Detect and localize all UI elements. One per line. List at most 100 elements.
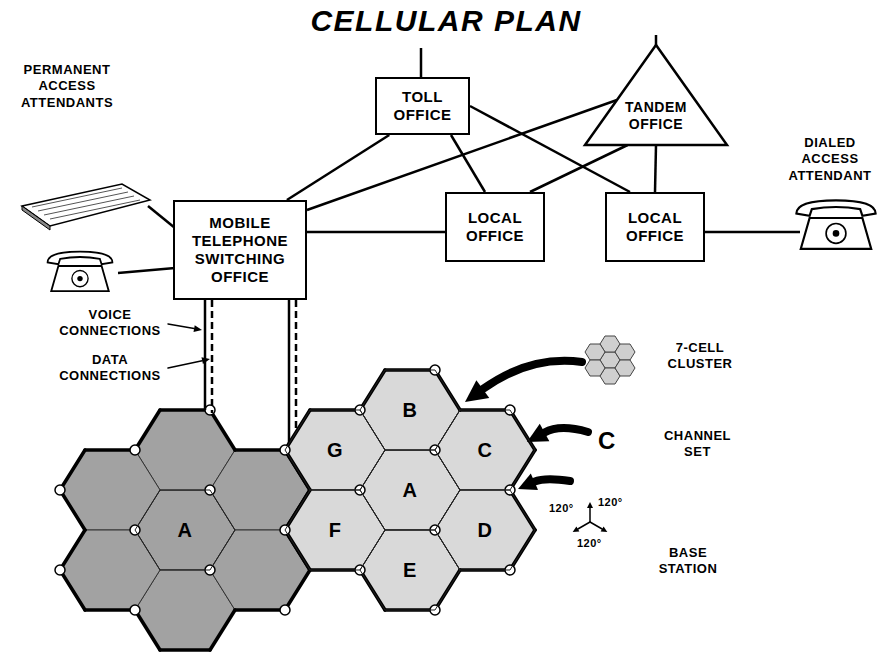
node-label: TANDEM OFFICE [611,99,701,133]
trunk-connector [451,135,485,192]
callout-arrow-head [465,380,489,402]
trunk-connector [307,231,445,232]
cluster-icon [585,344,605,360]
office-box: LOCAL OFFICE [445,192,545,262]
base-station-dot [130,445,140,455]
attendant-label: PERMANENT ACCESS ATTENDANTS [12,62,122,111]
cluster-outline [210,610,235,650]
cell-hexagon: E [360,530,460,610]
cell-letter: A [403,478,418,502]
base-station-dot [55,485,65,495]
callout-arrow-head [527,424,549,442]
node-label: LOCAL OFFICE [455,209,535,245]
node-label: MOBILE TELEPHONE SWITCHING OFFICE [181,214,299,286]
attendant-line [118,268,175,273]
callout-label: BASE STATION [648,545,728,578]
cell-letter: E [403,558,417,582]
telephone [48,252,113,292]
sector-arrow [590,522,602,529]
cluster-outline [160,648,210,652]
attendant-line [148,206,175,228]
cell-connections [205,300,296,444]
cluster-icon [585,360,605,376]
callout-label: CHANNEL SET [655,428,740,461]
trunk-line [451,135,485,192]
connection-label: DATA CONNECTIONS [55,352,165,385]
cluster-outline [60,490,85,530]
cell-hexagon [285,490,385,570]
cluster-outline [60,530,85,570]
sector-arrow-head [587,502,593,508]
callout-arrow-head [518,473,538,489]
switching-office-box: MOBILE TELEPHONE SWITCHING OFFICE [173,200,307,300]
hexagon-outline [285,490,385,570]
cluster-outline [235,608,285,612]
attendant-line [705,231,800,234]
base-station-dot [205,405,215,415]
cell-hexagon: D [435,490,535,570]
cell-hexagon: F [285,490,385,570]
cell-hexagon: B [360,370,460,450]
cluster-outline [235,448,285,452]
trunk-line [287,135,389,200]
cluster-outline [160,408,210,412]
trunk-connector [655,145,656,192]
cell-letter: C [478,438,493,462]
cell-hexagon [60,530,160,610]
sector-arrow-head [601,526,608,532]
base-station-dot [280,605,290,615]
cluster-outline [60,450,85,490]
angle-label: 120° [577,537,602,551]
node-label: LOCAL OFFICE [615,209,695,245]
hexagon-outline [360,370,460,450]
data-line [295,300,298,432]
sector-arrow [589,508,591,522]
hexagon-outline [360,450,460,530]
trunk-line [420,48,423,77]
cell-hexagon [435,410,535,490]
cell-hexagon: G [285,410,385,490]
attendant-label: DIALED ACCESS ATTENDANT [782,135,878,184]
hexagon-outline [135,490,235,570]
cluster-outline [285,570,310,610]
cluster-outline [135,410,160,450]
callout-arrow [534,479,570,482]
cell-hexagon [435,490,535,570]
voice-line [288,300,291,444]
telephone [796,200,875,248]
cluster-outline [210,410,235,450]
hexagon-outline [435,410,535,490]
cell-hexagon [285,410,385,490]
connection-label: VOICE CONNECTIONS [55,307,165,340]
cell-clusters [55,365,535,650]
cell-hexagon: A [360,450,460,530]
hexagon-outline [285,410,385,490]
cluster-outline [135,610,160,650]
callout-arrow [483,361,582,389]
voice-line [204,300,207,410]
cluster-outline [85,608,135,612]
cluster-icon [615,360,635,376]
trunk-line [530,145,628,192]
channel-letter: C [598,426,616,456]
office-box: LOCAL OFFICE [605,192,705,262]
cell-hexagon [60,450,160,530]
pointer-arrow [168,361,202,368]
callout-arrows [168,324,635,532]
diagram-title: CELLULAR PLAN [0,4,892,38]
trunk-connector [287,135,389,200]
cell-letter: F [329,518,342,542]
sector-arrow [578,522,590,529]
hexagon-outline [435,490,535,570]
cell-letter: B [403,398,418,422]
callout-label: 7-CELL CLUSTER [655,340,745,373]
callout-arrow [545,428,588,432]
angle-label: 120° [598,496,623,510]
pointer-arrow-head [201,357,210,364]
triangle-outline [585,45,727,145]
trunk-line [655,145,656,192]
cluster-outline [60,570,85,610]
pointer-arrow [168,324,194,329]
office-box: TOLL OFFICE [375,77,470,135]
cell-hexagon: A [135,490,235,570]
